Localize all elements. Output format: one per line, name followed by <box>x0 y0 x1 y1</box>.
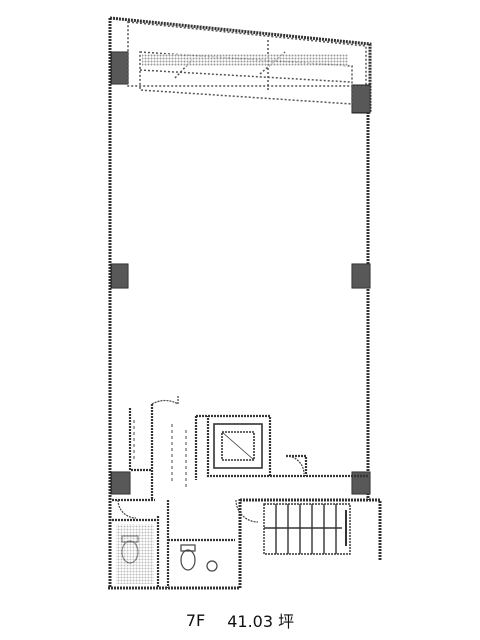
elevator-icon <box>213 423 263 469</box>
structural-columns <box>110 51 371 495</box>
door-swing-icon <box>117 396 305 523</box>
staircase-icon <box>263 503 351 555</box>
wet-area-texture <box>116 524 154 584</box>
plan-caption: 7F 41.03 坪 <box>0 600 480 640</box>
balcony-hatching <box>142 54 348 66</box>
core-walls <box>112 404 368 588</box>
floor-plan <box>108 16 382 590</box>
corridor-markings <box>133 420 187 490</box>
outer-walls <box>108 16 382 590</box>
area-label: 41.03 坪 <box>227 612 295 631</box>
floor-label: 7F <box>185 610 206 630</box>
